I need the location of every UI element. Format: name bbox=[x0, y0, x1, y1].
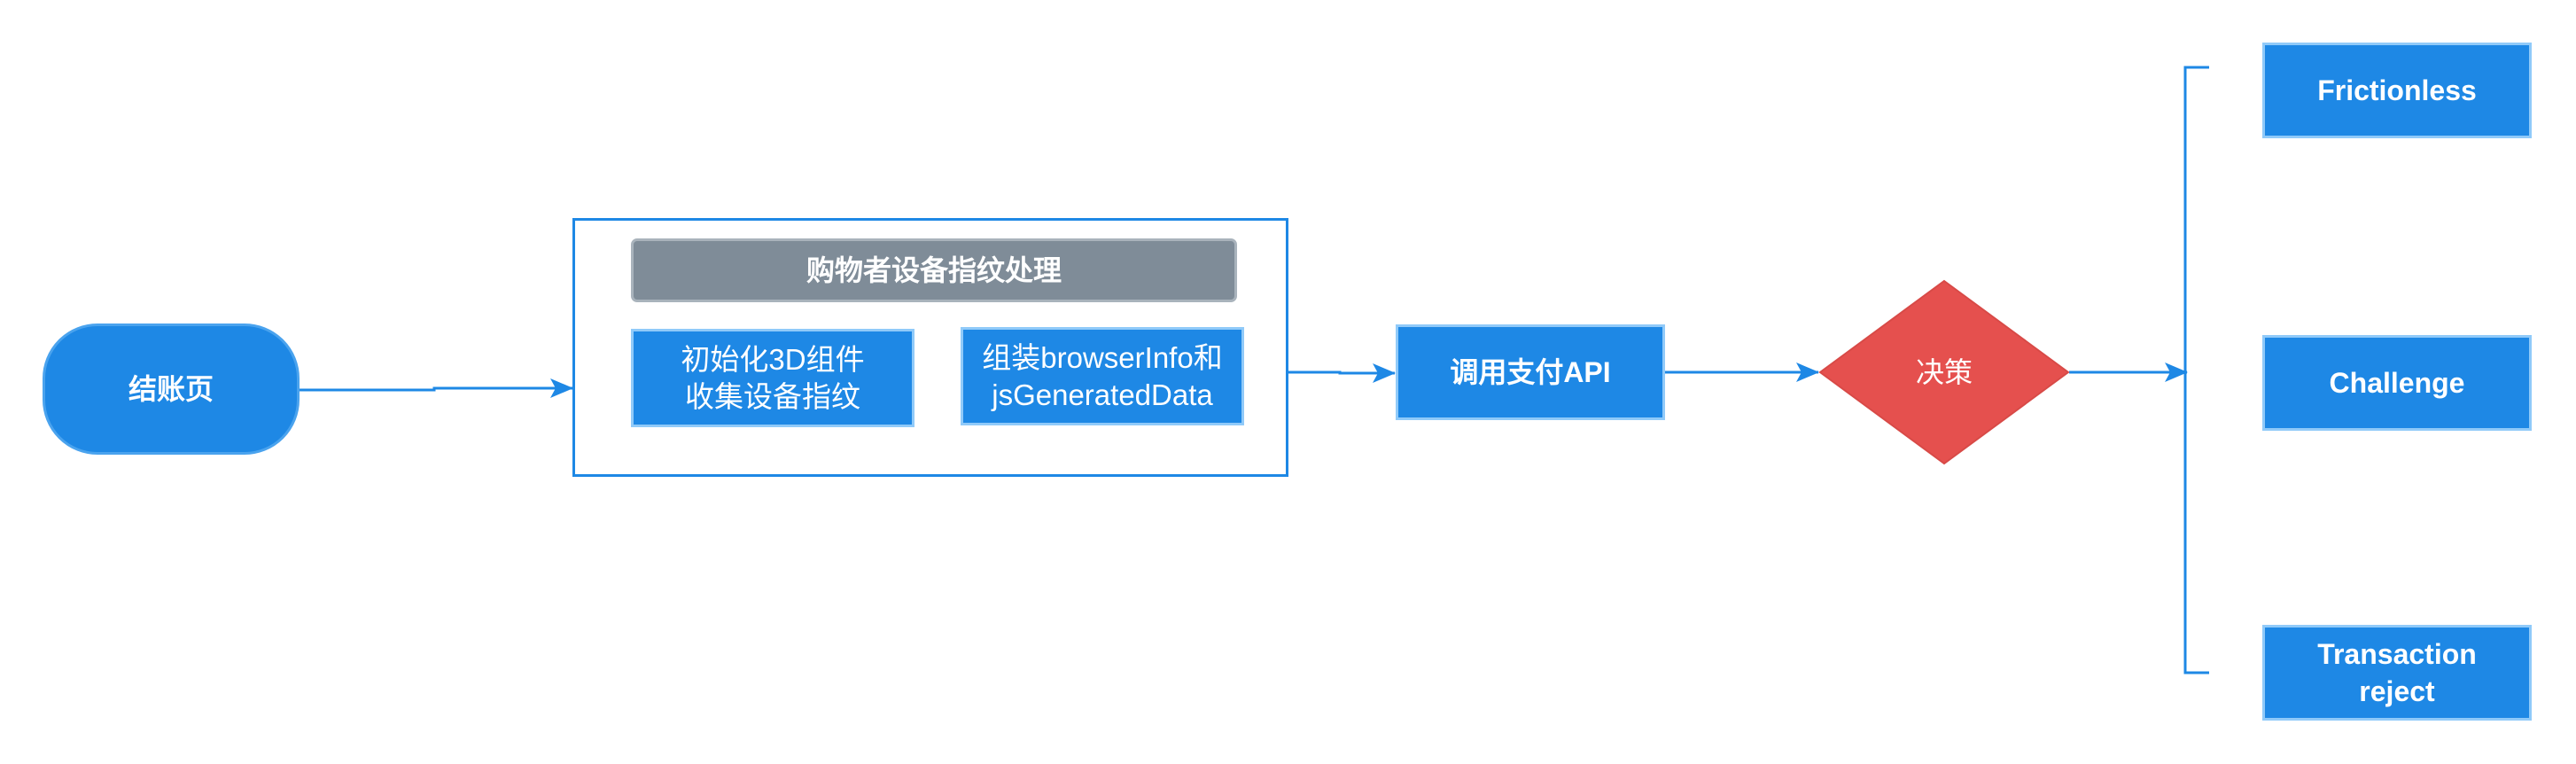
decision-label: 决策 bbox=[1818, 279, 2070, 465]
fingerprint-group-title: 购物者设备指纹处理 bbox=[631, 238, 1237, 302]
start-node-label: 结账页 bbox=[128, 373, 214, 405]
decision-node bbox=[1818, 279, 2070, 465]
decision-label-text: 决策 bbox=[1915, 356, 1973, 388]
outcome-transaction-reject: Transaction reject bbox=[2262, 625, 2532, 721]
edge-start-to-group bbox=[300, 378, 573, 398]
step-init-3d-component: 初始化3D组件 收集设备指纹 bbox=[631, 329, 914, 427]
step-assemble-browser-info: 组装browserInfo和 jsGeneratedData bbox=[961, 327, 1244, 425]
call-payment-api-node: 调用支付API bbox=[1396, 324, 1665, 420]
step-init-3d-component-label: 初始化3D组件 收集设备指纹 bbox=[681, 342, 865, 413]
outcome-bracket bbox=[2183, 66, 2209, 674]
call-payment-api-label: 调用支付API bbox=[1450, 356, 1611, 388]
fingerprint-group-title-text: 购物者设备指纹处理 bbox=[805, 254, 1062, 286]
outcome-challenge: Challenge bbox=[2262, 335, 2532, 431]
outcome-transaction-reject-label: Transaction reject bbox=[2317, 638, 2477, 707]
start-node: 结账页 bbox=[43, 324, 300, 455]
outcome-frictionless-label: Frictionless bbox=[2317, 74, 2477, 106]
edge-group-to-api bbox=[1288, 363, 1396, 383]
step-assemble-browser-info-label: 组装browserInfo和 jsGeneratedData bbox=[982, 340, 1223, 411]
outcome-challenge-label: Challenge bbox=[2329, 367, 2465, 399]
outcome-frictionless: Frictionless bbox=[2262, 43, 2532, 138]
